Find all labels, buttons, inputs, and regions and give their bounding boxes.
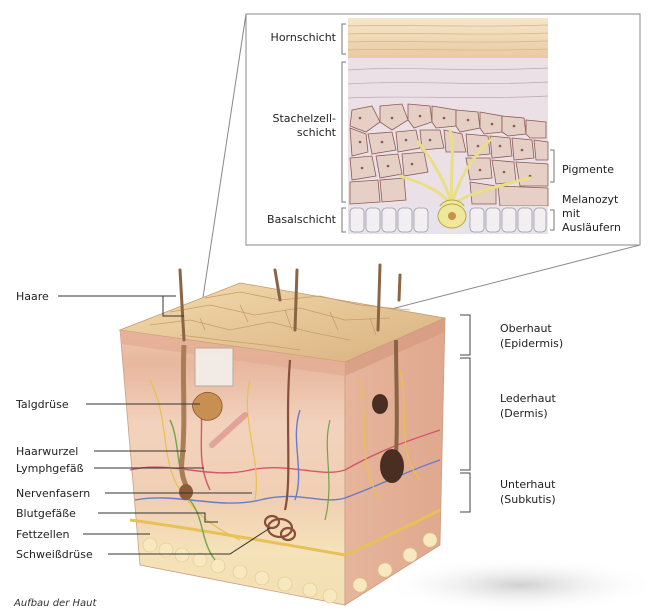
label-lymphgefaess: Lymphgefäß xyxy=(16,462,84,475)
label-unterhaut-2: (Subkutis) xyxy=(500,493,556,506)
label-oberhaut-1: Oberhaut xyxy=(500,322,552,335)
figure-caption: Aufbau der Haut xyxy=(14,598,96,609)
label-melanozyt-3: Ausläufern xyxy=(562,221,621,234)
label-melanozyt-2: mit xyxy=(562,207,580,220)
hair-bulb xyxy=(380,449,404,483)
label-unterhaut-1: Unterhaut xyxy=(500,478,555,491)
label-basalschicht: Basalschicht xyxy=(246,213,336,226)
label-hornschicht: Hornschicht xyxy=(246,31,336,44)
layer-brackets xyxy=(460,315,470,512)
label-fettzellen: Fettzellen xyxy=(16,528,70,541)
label-lederhaut-2: (Dermis) xyxy=(500,407,548,420)
label-lederhaut-1: Lederhaut xyxy=(500,392,556,405)
label-stachelzell-1: Stachelzell- xyxy=(246,112,336,125)
label-melanozyt-1: Melanozyt xyxy=(562,193,618,206)
label-haarwurzel: Haarwurzel xyxy=(16,445,78,458)
zoom-region xyxy=(195,348,233,386)
label-talgdruese: Talgdrüse xyxy=(16,398,69,411)
label-pigmente: Pigmente xyxy=(562,163,614,176)
label-blutgefaesse: Blutgefäße xyxy=(16,507,76,520)
horn-layer xyxy=(348,18,548,58)
label-haare: Haare xyxy=(16,290,49,303)
label-stachelzell-2: schicht xyxy=(246,126,336,139)
label-schweissdruese: Schweißdrüse xyxy=(16,548,93,561)
label-nervenfasern: Nervenfasern xyxy=(16,487,90,500)
cube-shadow xyxy=(380,557,651,613)
label-oberhaut-2: (Epidermis) xyxy=(500,337,563,350)
